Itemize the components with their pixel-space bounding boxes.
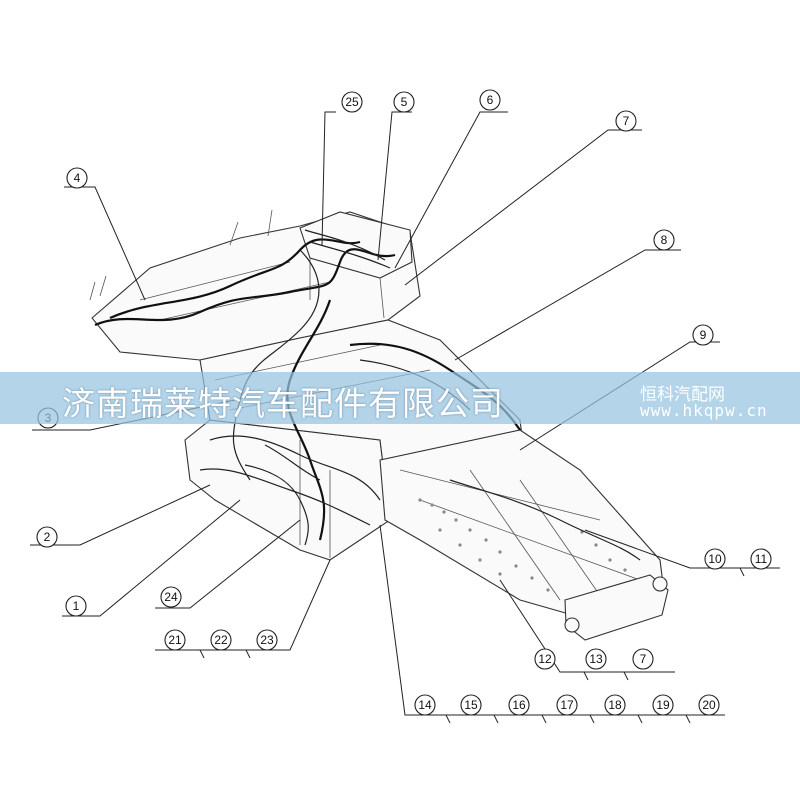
callout-10: 10 (704, 548, 726, 570)
callout-1: 1 (65, 595, 87, 617)
callout-22: 22 (210, 629, 232, 651)
callout-6: 6 (479, 89, 501, 111)
callout-25: 25 (341, 91, 363, 113)
callout-9: 9 (692, 324, 714, 346)
watermark-site-name: 恒科汽配网 (640, 385, 725, 405)
callout-4: 4 (66, 167, 88, 189)
callout-label: 6 (487, 93, 494, 107)
callout-24: 24 (160, 586, 182, 608)
callout-label: 14 (418, 698, 432, 712)
callout-14: 14 (414, 694, 436, 716)
callout-label: 20 (702, 698, 716, 712)
callout-12: 12 (534, 648, 556, 670)
callout-label: 25 (345, 95, 359, 109)
callout-label: 21 (168, 633, 182, 647)
callout-5: 5 (393, 91, 415, 113)
watermark-site-url: www.hkqpw.cn (640, 401, 768, 420)
callout-label: 12 (538, 652, 552, 666)
callout-label: 17 (560, 698, 574, 712)
callout-label: 11 (755, 552, 768, 566)
callout-19: 19 (652, 694, 674, 716)
callout-23: 23 (256, 629, 278, 651)
callout-2: 2 (36, 526, 58, 548)
callout-label: 22 (214, 633, 228, 647)
callout-11: 11 (750, 548, 772, 570)
callout-label: 23 (260, 633, 274, 647)
callout-label: 7 (640, 652, 647, 666)
callout-label: 8 (661, 233, 668, 247)
callout-label: 19 (656, 698, 670, 712)
callout-label: 24 (164, 590, 178, 604)
callout-label: 2 (44, 530, 51, 544)
callout-label: 18 (608, 698, 622, 712)
callout-label: 4 (74, 171, 81, 185)
callout-label: 9 (700, 328, 707, 342)
callout-7-top: 7 (615, 110, 637, 132)
callout-8: 8 (653, 229, 675, 251)
callout-7-bottom: 7 (632, 648, 654, 670)
callout-17: 17 (556, 694, 578, 716)
callout-15: 15 (460, 694, 482, 716)
callout-18: 18 (604, 694, 626, 716)
watermark-company: 济南瑞莱特汽车配件有限公司 (62, 384, 504, 423)
chassis-frame (89, 209, 669, 641)
callout-label: 13 (589, 652, 603, 666)
callout-21: 21 (164, 629, 186, 651)
callout-label: 15 (464, 698, 478, 712)
callout-20: 20 (698, 694, 720, 716)
callout-label: 16 (512, 698, 526, 712)
callout-label: 1 (73, 599, 80, 613)
callout-label: 10 (708, 552, 722, 566)
callout-13: 13 (585, 648, 607, 670)
callout-16: 16 (508, 694, 530, 716)
callout-label: 5 (401, 95, 408, 109)
callout-label: 7 (623, 114, 630, 128)
watermark-band (0, 372, 800, 424)
